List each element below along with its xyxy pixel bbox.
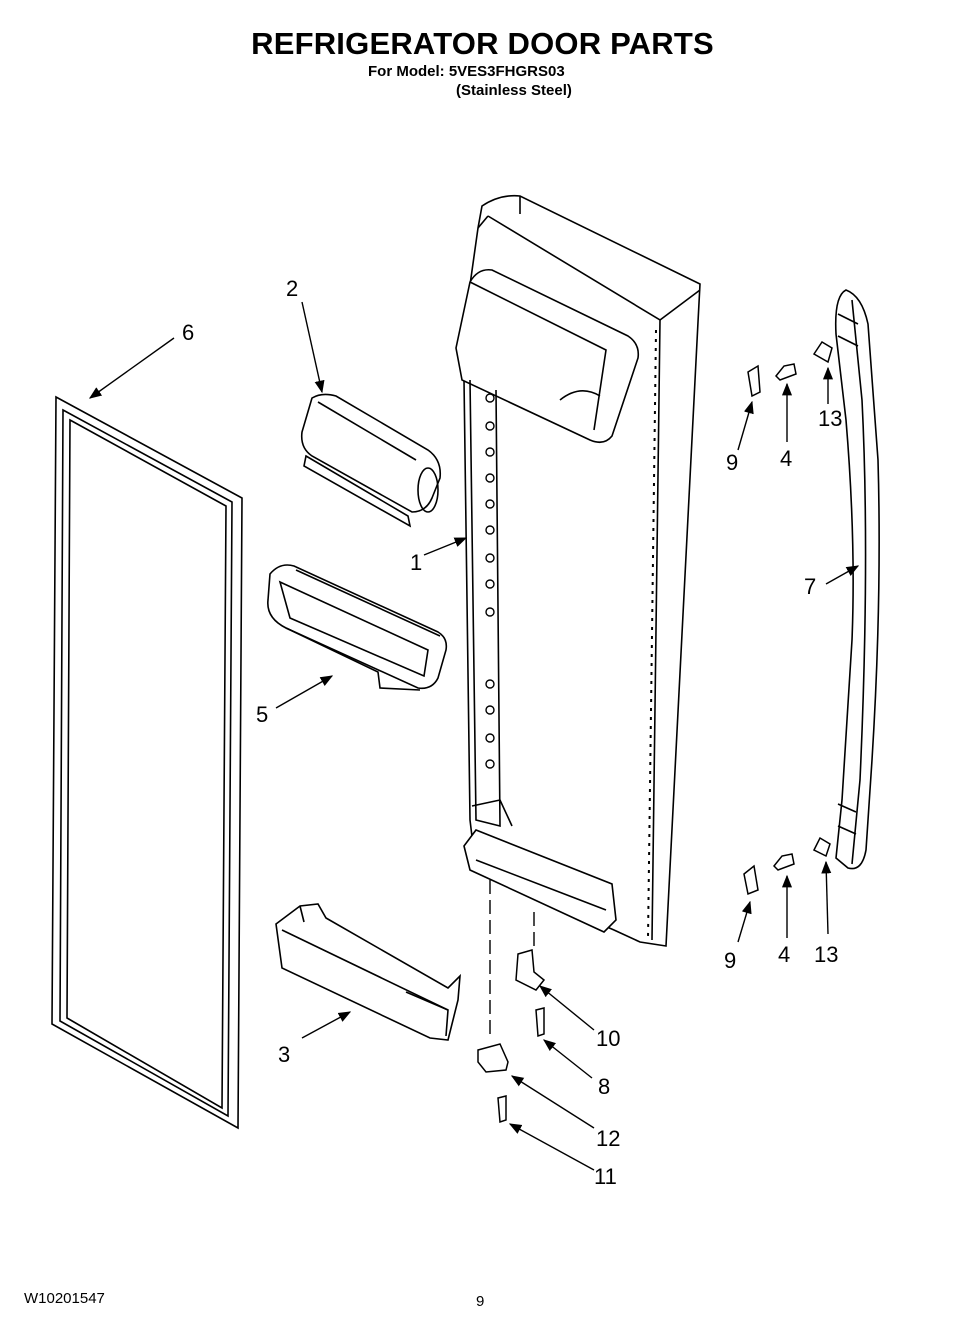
callout-9-lower: 9	[724, 948, 736, 973]
callout-labels: 1 2 3 4 4 5 6 7 8 9 9 10 11 12 13 13	[182, 276, 842, 1189]
hardware-lower	[743, 836, 831, 896]
callout-6: 6	[182, 320, 194, 345]
door-handle-part-7	[834, 289, 880, 870]
callout-11: 11	[594, 1164, 617, 1189]
door-gasket-part-6	[51, 395, 243, 1130]
door-liner-holes	[485, 393, 495, 769]
page-title: REFRIGERATOR DOOR PARTS	[251, 26, 714, 61]
document-number: W10201547	[24, 1290, 105, 1307]
door-bin-part-3	[275, 903, 461, 1041]
callout-3: 3	[278, 1042, 290, 1067]
callout-4-upper: 4	[780, 446, 792, 471]
callout-7: 7	[804, 574, 816, 599]
model-info: For Model: 5VES3FHGRS03 (Stainless Steel…	[368, 62, 572, 100]
callout-2: 2	[286, 276, 298, 301]
callout-13-upper: 13	[818, 406, 842, 431]
door-gasket-dashes	[647, 329, 657, 939]
dairy-door-part-2	[300, 393, 442, 528]
callout-5: 5	[256, 702, 268, 727]
model-line: For Model: 5VES3FHGRS03	[368, 63, 565, 80]
callout-10: 10	[596, 1026, 620, 1051]
hardware-upper	[747, 340, 833, 398]
callout-1: 1	[410, 550, 422, 575]
door-bin-part-5	[267, 564, 448, 691]
callout-8: 8	[598, 1074, 610, 1099]
hinge-axis-dashed	[489, 880, 535, 1040]
callout-4-lower: 4	[778, 942, 790, 967]
page-number: 9	[476, 1293, 485, 1310]
leader-arrows	[88, 301, 860, 1171]
callout-9-upper: 9	[726, 450, 738, 475]
callout-13-lower: 13	[814, 942, 838, 967]
callout-12: 12	[596, 1126, 620, 1151]
finish-line: (Stainless Steel)	[456, 82, 572, 99]
hinge-parts	[477, 949, 546, 1124]
door-assembly-part-1	[455, 194, 701, 947]
